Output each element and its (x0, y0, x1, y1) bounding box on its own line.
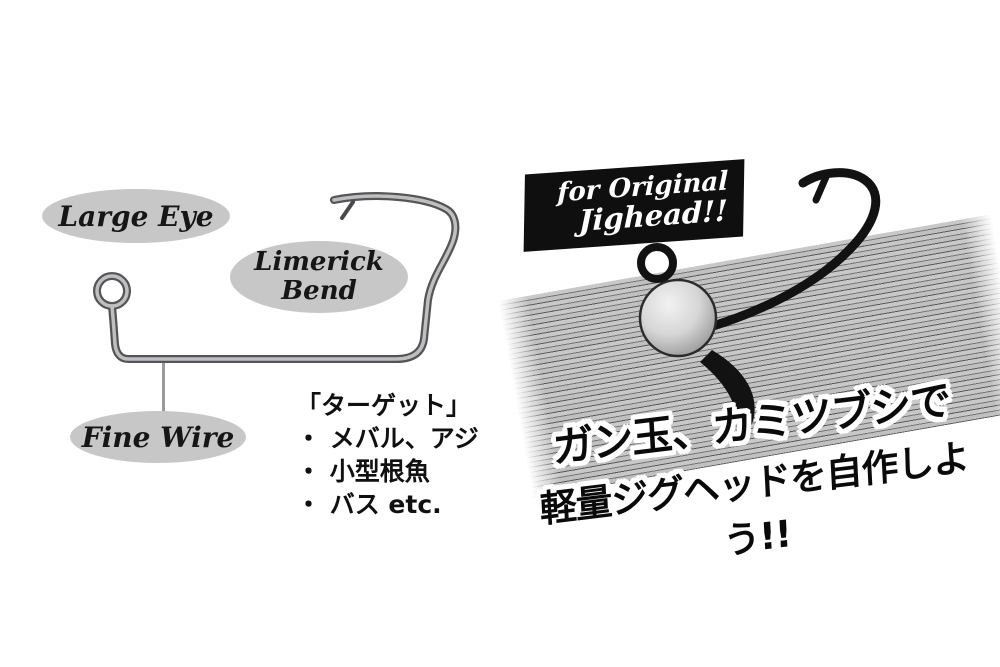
limerick-bend-label-line1: Limerick (254, 247, 384, 278)
jig-eye (637, 243, 677, 283)
fine-wire-label-text: Fine Wire (81, 420, 235, 454)
left-hook-highlight (95, 194, 458, 361)
split-shot-ball (638, 278, 718, 358)
original-jighead-badge: for Original Jighead!! (523, 159, 745, 252)
limerick-bend-label: Limerick Bend (230, 241, 408, 313)
limerick-bend-label-line2: Bend (281, 276, 357, 306)
left-hook-barb (340, 200, 355, 220)
speech-tail (700, 350, 755, 439)
target-item: ・ メバル、アジ (296, 424, 479, 453)
jig-hook-barb (812, 173, 830, 204)
target-item: ・ バス etc. (296, 490, 442, 519)
large-eye-label-text: Large Eye (58, 199, 214, 233)
target-heading: 「ターゲット」 (296, 391, 472, 420)
fine-wire-leader-line (162, 360, 165, 414)
target-item: ・ 小型根魚 (296, 457, 430, 486)
target-list: 「ターゲット」 ・ メバル、アジ ・ 小型根魚 ・ バス etc. (296, 389, 479, 521)
large-eye-label: Large Eye (42, 189, 230, 243)
fine-wire-label: Fine Wire (70, 411, 246, 463)
